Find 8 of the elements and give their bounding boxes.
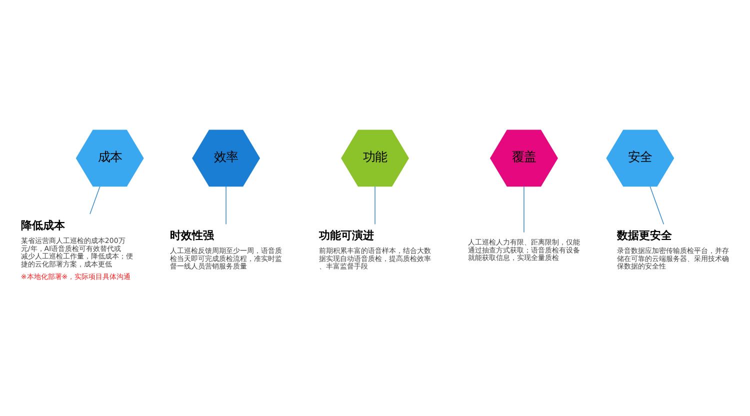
node-text: 数据更安全 录音数据应加密传输质检平台，并存储在可靠的云端服务器、采用技术确保数据的安全性 — [616, 228, 729, 270]
node-text: 功能可演进 前期积累丰富的语音样本，结合大数据实现自动语音质检，提高质检效率、丰富监督手段 — [318, 228, 431, 270]
connector — [374, 186, 376, 224]
node-text: 降低成本 某省运营商人工巡检的成本200万元/年，AI语音质检可有效替代或减少人工巡检工作量，降低成本；便捷的云化部署方案，成本更低 ※本地化部署※，实际项目具体沟通 — [20, 218, 133, 280]
node-text: 人工巡检人力有限、距离限制，仅能通过抽查方式获取；语音质检有设备就能获取信息，实现全量质检 — [468, 237, 580, 262]
node-text: 时效性强 人工巡检反馈周期至少一周，语音质检当天即可完成质检流程，准实时监督一线人员营销服务质量 — [170, 228, 282, 270]
connector — [90, 186, 100, 214]
connector — [650, 186, 664, 224]
